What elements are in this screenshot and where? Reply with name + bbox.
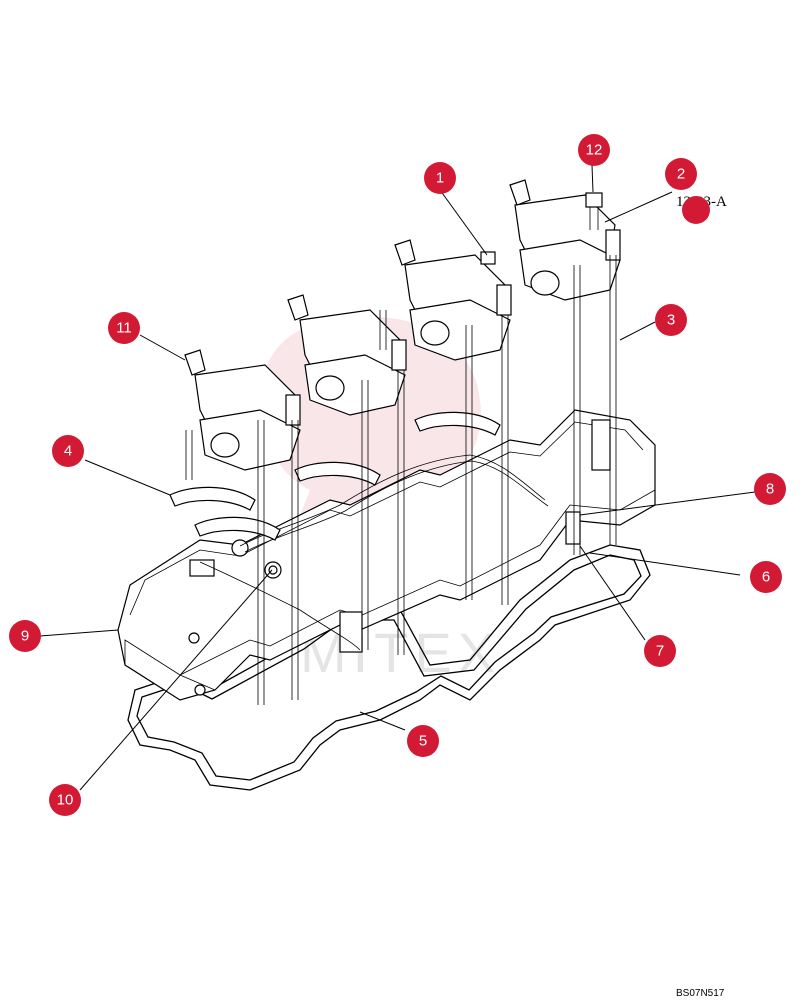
rocker-carrier-housing [117,409,656,701]
callout-8: 8 [754,473,786,505]
svg-text:2: 2 [677,166,685,183]
callout-4: 4 [52,435,84,467]
rocker-shim [169,411,501,541]
callout-2: 2 [665,158,697,190]
svg-text:4: 4 [64,443,72,460]
short-bolts [480,192,603,265]
callout-3: 3 [655,304,687,336]
svg-text:3: 3 [667,312,675,329]
callout-7: 7 [644,635,676,667]
svg-text:11: 11 [116,320,132,337]
svg-text:6: 6 [762,569,770,586]
rocker-arm-assembly-3 [394,239,512,361]
svg-text:9: 9 [21,628,29,645]
rocker-arm-assembly-1 [184,349,301,471]
callout-1: 1 [424,162,456,194]
callout-11: 11 [108,312,140,344]
long-bolts [185,255,617,705]
svg-text:1: 1 [436,170,444,187]
svg-text:8: 8 [766,481,774,498]
watermark-text: MITEX [300,621,501,684]
svg-text:5: 5 [419,733,427,750]
svg-text:12: 12 [586,142,603,159]
callout-5: 5 [407,725,439,757]
figure-code: BS07N517 [676,988,725,999]
callout-9: 9 [9,620,41,652]
callout-12: 12 [578,134,610,166]
callout-10: 10 [49,784,81,816]
wiring-harness [199,454,549,651]
callout-6: 6 [750,561,782,593]
svg-text:7: 7 [656,643,664,660]
leader-lines [39,164,756,791]
rocker-arm-assembly-4 [509,179,621,301]
callout-2-overlap [682,196,710,224]
rocker-arm-assembly-2 [287,294,407,416]
svg-text:10: 10 [57,792,74,809]
